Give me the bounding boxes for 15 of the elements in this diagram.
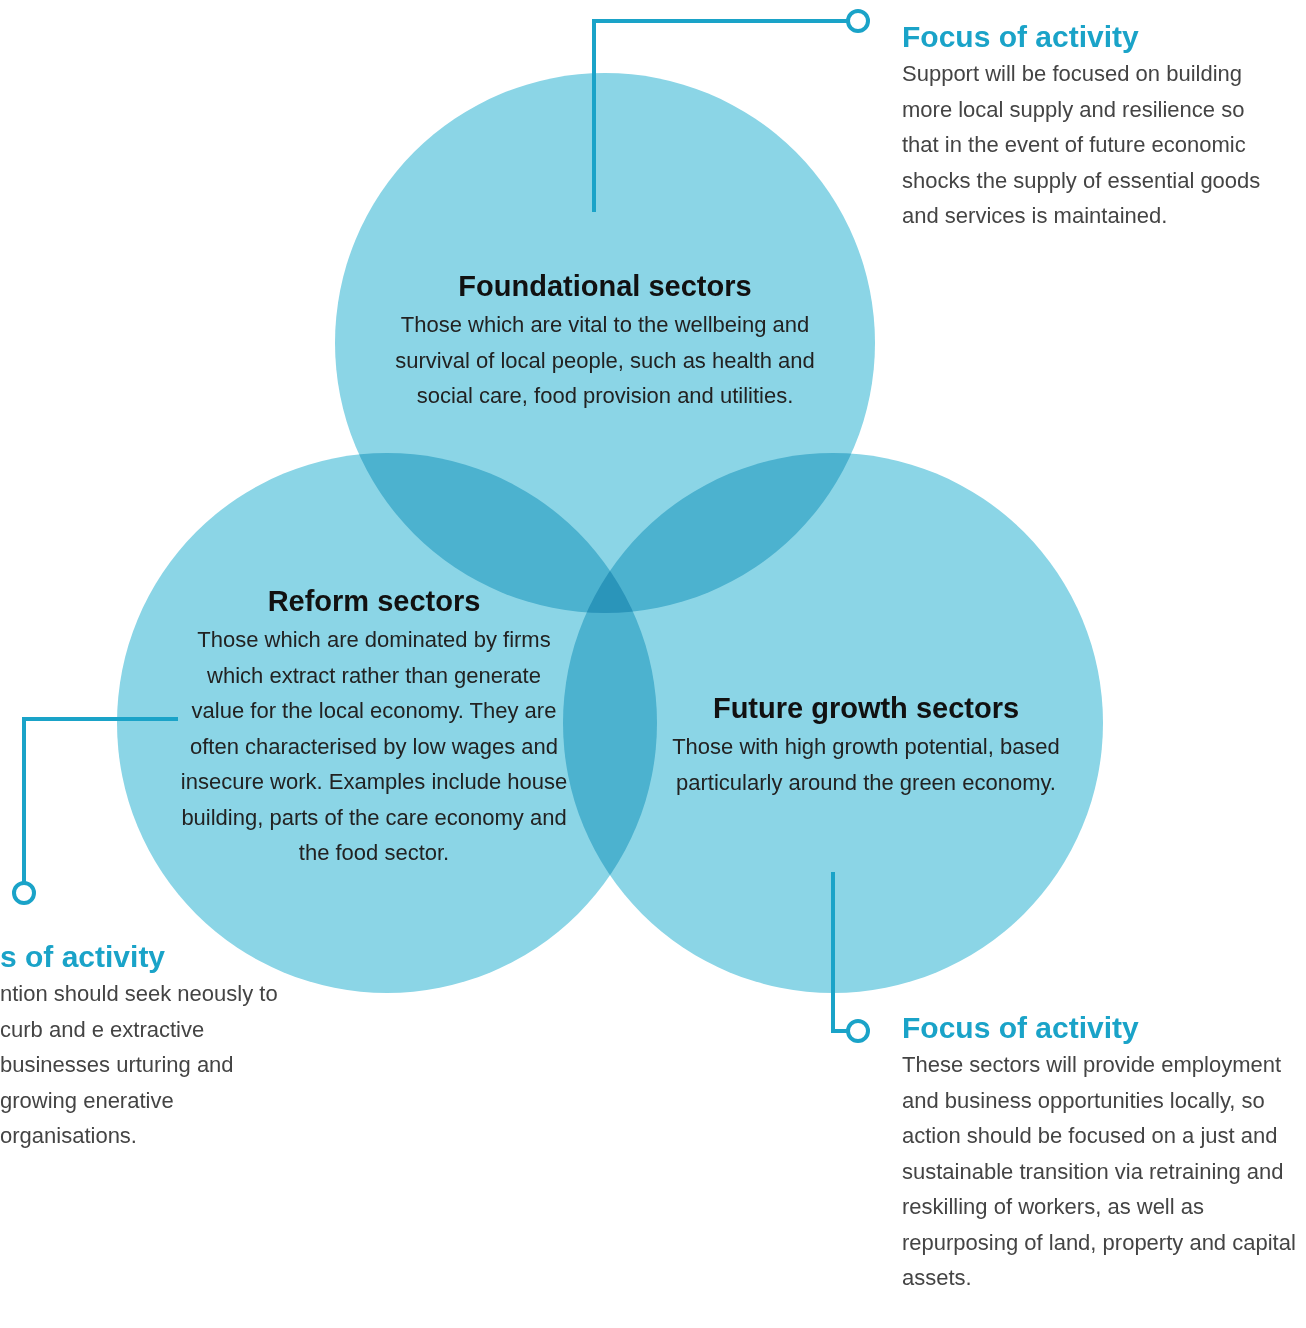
leader-line	[831, 872, 870, 1043]
callout-heading: s of activity	[0, 940, 166, 974]
sector-description: Those which are vital to the wellbeing and survival of local people, such as health and social care, food provision and utilities.	[395, 311, 815, 410]
callout-description: These sectors will provide employment and business opportunities locally, so action should be focused on a just and sustainable transition via retraining and reskilling of workers, as well as repurposing of land, property and capital assets.	[902, 1051, 1297, 1292]
sector-title: Foundational sectors	[458, 270, 752, 303]
leader-line	[592, 9, 870, 212]
callout-heading: Focus of activity	[902, 1011, 1139, 1045]
callout-description: ntion should seek neously to curb and e extractive businesses urturing and growing enerative organisations.	[0, 980, 279, 1150]
callout-description: Support will be focused on building more local supply and resilience so that in the event of future economic shocks the supply of essential goods and services is maintained.	[902, 60, 1262, 230]
leader-line	[12, 717, 178, 905]
sector-description: Those with high growth potential, based particularly around the green economy.	[671, 733, 1061, 797]
sector-title: Future growth sectors	[712, 692, 1020, 725]
sector-description: Those which are dominated by firms which extract rather than generate value for the local economy. They are often characterised by low wages and insecure work. Examples include house building, parts of the care economy and the food sector.	[179, 626, 569, 867]
callout-heading: Focus of activity	[902, 20, 1139, 54]
sector-title: Reform sectors	[267, 585, 481, 618]
